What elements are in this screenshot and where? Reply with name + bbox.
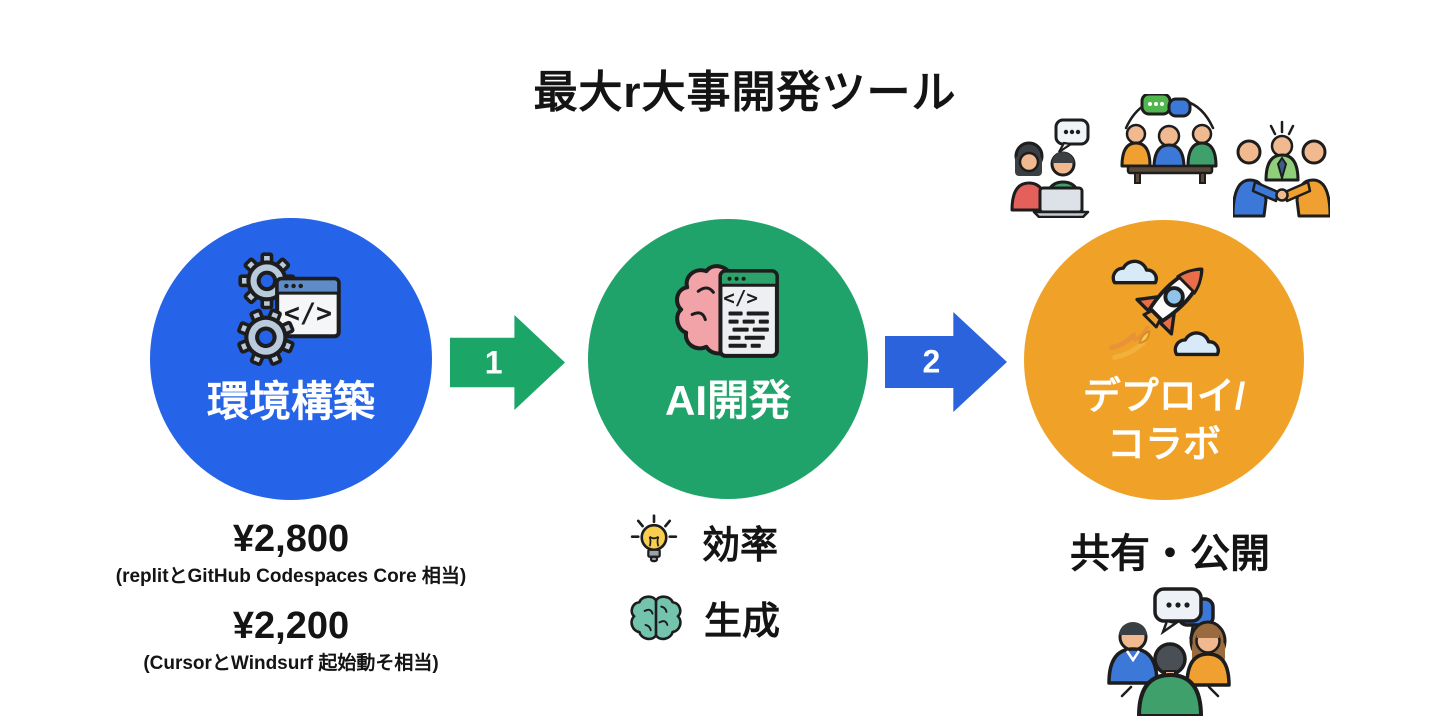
feature-generation: 生成 [628,590,780,645]
step-label-deploy-line2: コラボ [1106,423,1221,466]
step-circle-setup: </> 環境構築 [150,218,432,500]
feature-efficiency: 効率 [626,512,778,570]
gears-browser-icon: </> [232,248,350,366]
step-label-deploy: デプロイ/ コラボ [1083,374,1246,469]
price-item-2: ¥2,200 (CursorとWindsurf 起始動そ相当) [61,605,521,676]
price-amount-1: ¥2,800 [232,518,350,560]
price-item-1: ¥2,800 (replitとGitHub Codespaces Core 相当… [61,518,521,589]
arrow-number-1: 1 [484,344,503,380]
lightbulb-icon [626,512,682,570]
feature-label-generation: 生成 [704,601,781,643]
pricing-block: ¥2,800 (replitとGitHub Codespaces Core 相当… [61,518,521,677]
step-label-ai-dev: AI開発 [664,377,791,424]
deploy-caption: 共有・公開 [1070,532,1270,576]
price-note-2: (CursorとWindsurf 起始動そ相当) [143,653,439,675]
step-label-setup: 環境構築 [206,378,375,425]
arrow-right-icon [450,315,565,410]
step-label-deploy-line1: デプロイ/ [1082,376,1246,418]
arrow-number-2: 2 [922,343,941,380]
brain-icon [628,591,684,645]
feature-label-efficiency: 効率 [702,524,779,567]
step-circle-ai-dev: </> AI開発 [588,219,868,499]
team-meeting-icon [1112,94,1227,186]
page-title: 最大r大事開発ツール [533,68,957,117]
step-circle-deploy: デプロイ/ コラボ [1024,220,1304,500]
team-chat-icon [1097,583,1244,716]
brain-code-icon: </> [670,259,786,365]
arrow-step2-to-step3: 2 [885,312,1007,412]
arrow-right-icon [885,312,1007,412]
svg-text:</>: </> [723,286,758,309]
team-laptop-icon [1000,118,1105,218]
price-amount-2: ¥2,200 [232,605,350,648]
price-note-1: (replitとGitHub Codespaces Core 相当) [115,565,467,587]
rocket-icon [1101,242,1227,368]
team-handshake-icon [1233,116,1330,218]
arrow-step1-to-step2: 1 [450,315,565,410]
